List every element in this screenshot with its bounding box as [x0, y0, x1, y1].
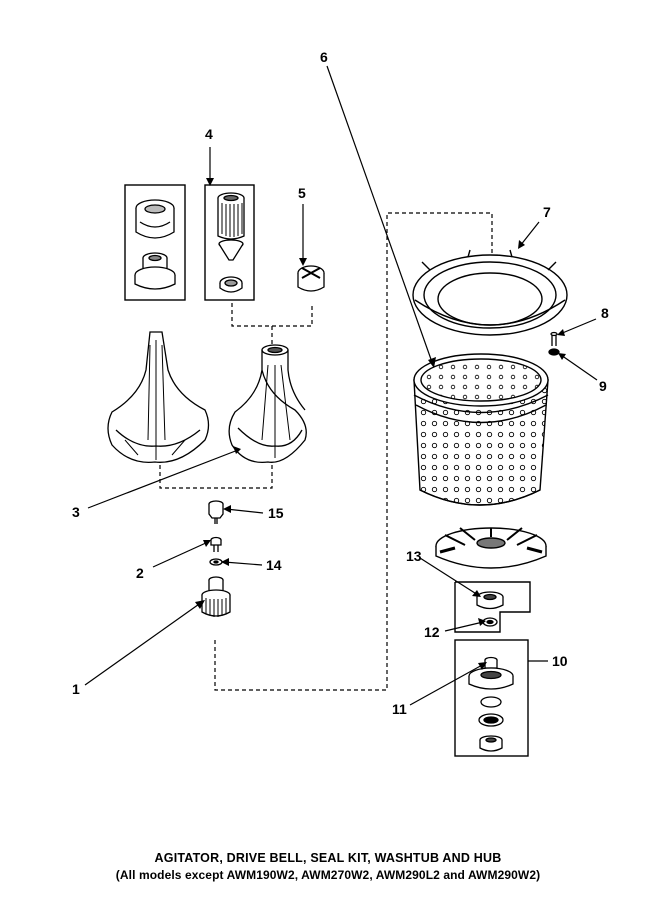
- part-12: [482, 617, 498, 627]
- diagram-caption-title: AGITATOR, DRIVE BELL, SEAL KIT, WASHTUB …: [154, 851, 502, 865]
- callout-11: 11: [392, 701, 407, 717]
- callout-3: 3: [72, 504, 80, 520]
- hub-plate: [435, 527, 547, 569]
- callout-8: 8: [601, 305, 609, 321]
- callout-9: 9: [599, 378, 607, 394]
- washer-part-14: [209, 558, 223, 566]
- part-13-12-box: [454, 581, 531, 633]
- callout-4: 4: [205, 126, 213, 142]
- nut-part-9: [548, 348, 560, 356]
- callout-7: 7: [543, 204, 551, 220]
- agitator-left: [107, 331, 210, 464]
- hub-ring-part: [478, 696, 504, 727]
- bolt-part-15: [208, 500, 224, 524]
- drive-bell-part-1: [201, 576, 231, 617]
- callout-14: 14: [266, 557, 282, 573]
- agitator-right: [228, 344, 307, 464]
- hub-part-11: [468, 656, 514, 690]
- screw-part-8: [550, 331, 558, 346]
- arrowheads: [195, 178, 566, 670]
- screw-part-2: [210, 536, 222, 552]
- seal-part: [134, 252, 176, 290]
- callout-6: 6: [320, 49, 328, 65]
- funnel-part: [218, 239, 244, 293]
- callout-2: 2: [136, 565, 144, 581]
- seal-kit-box: [124, 184, 186, 301]
- leader-lines: [84, 65, 598, 706]
- washtub-basket-part-6: [413, 353, 549, 506]
- callout-12: 12: [424, 624, 440, 640]
- dashed-connector-lines: [159, 212, 493, 691]
- callout-10: 10: [552, 653, 568, 669]
- washtub-ring-part-7: [412, 249, 568, 336]
- part-10-box: [454, 639, 529, 757]
- callout-1: 1: [72, 681, 80, 697]
- filter-cylinder-part: [217, 192, 245, 240]
- part-4-box: [204, 184, 255, 301]
- hub-bearing-part: [479, 735, 503, 752]
- callout-13: 13: [406, 548, 422, 564]
- callout-5: 5: [298, 185, 306, 201]
- callout-15: 15: [268, 505, 284, 521]
- agitator-cap-part: [297, 265, 325, 292]
- diagram-caption-models: (All models except AWM190W2, AWM270W2, A…: [115, 868, 541, 882]
- part-13: [476, 591, 504, 610]
- bearing-cap-part: [135, 199, 175, 239]
